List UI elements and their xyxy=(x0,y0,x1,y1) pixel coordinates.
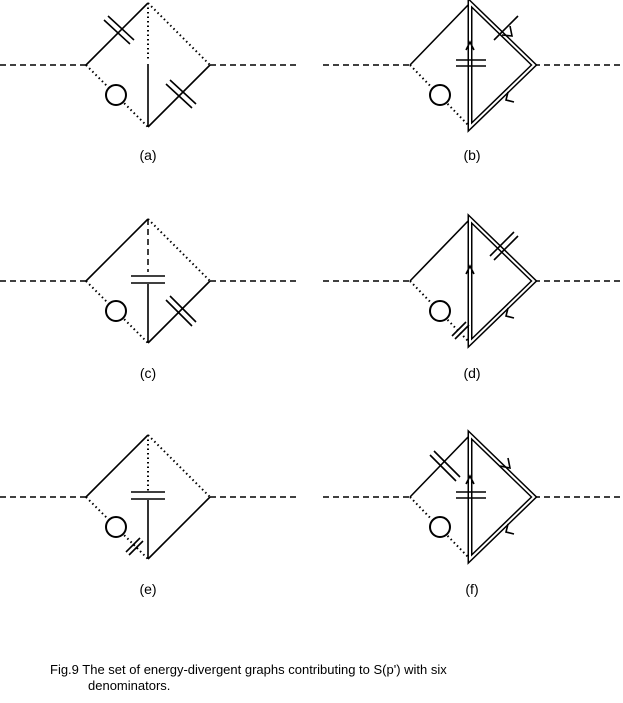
arrow-down xyxy=(499,457,512,470)
self-energy-loop xyxy=(105,84,127,106)
edge-lower-left xyxy=(85,496,149,560)
arrow-left xyxy=(505,91,515,103)
edge-lower-left xyxy=(409,64,471,128)
edge-lower-left xyxy=(85,280,149,344)
edge-lower-left xyxy=(85,64,149,128)
edge-upper-right xyxy=(147,434,211,498)
cut-mark xyxy=(489,231,519,261)
arrow-left xyxy=(505,523,515,535)
edge-upper-right xyxy=(147,218,211,282)
self-energy-loop xyxy=(429,300,451,322)
arrow-down xyxy=(501,25,513,37)
caption-line-1: Fig.9 The set of energy-divergent graphs… xyxy=(50,662,447,677)
panel-label-d: (d) xyxy=(463,365,481,381)
edge-upper-left xyxy=(85,2,149,66)
double-line-loop-inner xyxy=(469,0,536,130)
cut-mark xyxy=(131,491,165,500)
edge-lower-left xyxy=(409,280,471,344)
double-line-loop xyxy=(467,213,538,349)
panel-label-a: (a) xyxy=(139,147,157,163)
graph-e xyxy=(0,434,298,560)
self-energy-loop xyxy=(105,516,127,538)
self-energy-loop xyxy=(429,84,451,106)
graph-c xyxy=(0,218,298,344)
caption-line-2: denominators. xyxy=(88,678,171,693)
graph-b xyxy=(323,0,622,133)
edge-upper-left xyxy=(409,218,471,282)
cut-mark xyxy=(165,79,197,109)
arrow-up xyxy=(465,474,475,485)
cut-mark xyxy=(131,275,165,284)
graph-f xyxy=(323,429,622,565)
graph-a xyxy=(0,2,298,128)
edge-upper-right xyxy=(147,2,211,66)
figure-caption: Fig.9 The set of energy-divergent graphs… xyxy=(50,662,447,694)
panel-label-c: (c) xyxy=(139,365,157,381)
edge-lower-right xyxy=(147,496,211,560)
cut-mark xyxy=(456,59,486,67)
arrow-up xyxy=(465,264,475,275)
cut-mark xyxy=(456,491,486,499)
cut-mark xyxy=(103,15,135,45)
cut-mark xyxy=(451,321,470,340)
self-energy-loop xyxy=(429,516,451,538)
panel-label-f: (f) xyxy=(465,581,479,597)
edge-lower-left xyxy=(409,496,471,560)
double-line-loop xyxy=(467,429,538,565)
panel-label-e: (e) xyxy=(139,581,157,597)
self-energy-loop xyxy=(105,300,127,322)
cut-mark xyxy=(125,537,144,556)
double-line-loop-inner xyxy=(469,432,536,562)
cut-mark xyxy=(429,450,461,482)
edge-upper-left xyxy=(85,434,149,498)
double-line-loop xyxy=(467,0,538,133)
double-line-loop-inner xyxy=(469,216,536,346)
edge-upper-left xyxy=(409,2,471,66)
arrow-up xyxy=(465,40,475,51)
cut-mark xyxy=(165,295,197,327)
panel-label-b: (b) xyxy=(463,147,481,163)
cut-mark xyxy=(493,15,519,41)
arrow-left xyxy=(505,307,515,319)
graph-d xyxy=(323,213,622,349)
edge-upper-left xyxy=(85,218,149,282)
